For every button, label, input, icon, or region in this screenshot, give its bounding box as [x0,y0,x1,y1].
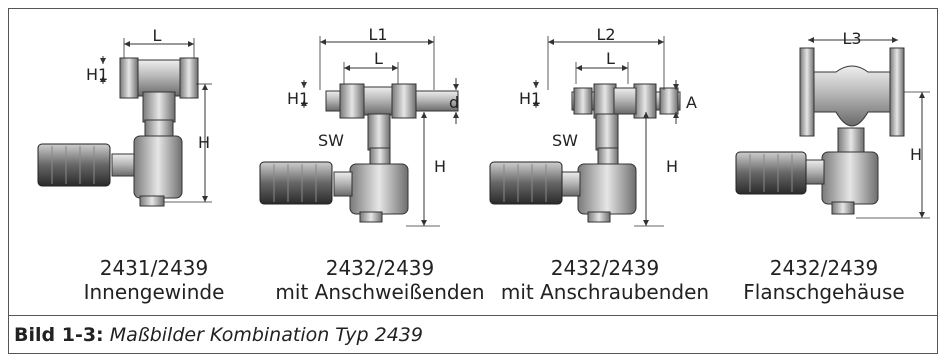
variant-name: mit Anschweißenden [275,280,485,304]
drawing-anschraubenden: L2 L H1 A SW H [489,25,697,227]
variant-model: 2431/2439 [99,256,209,280]
dim-label-A: A [686,93,697,112]
variant-name: Flanschgehäuse [743,280,905,304]
variant-caption: 2432/2439 Flanschgehäuse [714,256,934,304]
variant-model: 2432/2439 [325,256,435,280]
variant-caption: 2432/2439 mit Anschraubenden [495,256,715,304]
figure-number: Bild 1-3: [14,324,104,346]
dim-label-H: H [666,157,678,176]
variant-model: 2432/2439 [769,256,879,280]
dim-label-H: H [198,133,210,152]
variant-caption: 2432/2439 mit Anschweißenden [270,256,490,304]
dim-label-L3: L3 [842,29,861,48]
figure-title: Maßbilder Kombination Typ 2439 [109,324,423,346]
drawing-innengewinde: L H1 H [37,26,212,207]
dim-label-H1: H1 [287,89,309,108]
dim-label-d: d [449,93,459,112]
dim-label-L: L [374,49,383,68]
dim-label-L1: L1 [368,25,387,44]
dim-label-H: H [910,145,922,164]
dim-label-SW: SW [318,131,344,150]
caption-divider [9,315,937,316]
variant-caption: 2431/2439 Innengewinde [44,256,264,304]
dim-label-H: H [434,157,446,176]
figure-frame [8,8,938,354]
drawing-flanschgehaeuse: L3 H [735,29,930,219]
variant-name: Innengewinde [83,280,225,304]
figure-caption: Bild 1-3: Maßbilder Kombination Typ 2439 [14,323,423,347]
variant-name: mit Anschraubenden [500,280,710,304]
dim-label-SW: SW [552,131,578,150]
dim-label-L: L [606,49,615,68]
drawing-anschweissenden: L1 L H1 d SW H [259,25,459,227]
variant-model: 2432/2439 [550,256,660,280]
dim-label-L: L [153,26,162,45]
dim-label-H1: H1 [86,65,108,84]
dim-label-H1: H1 [519,89,541,108]
dim-label-L2: L2 [596,25,615,44]
